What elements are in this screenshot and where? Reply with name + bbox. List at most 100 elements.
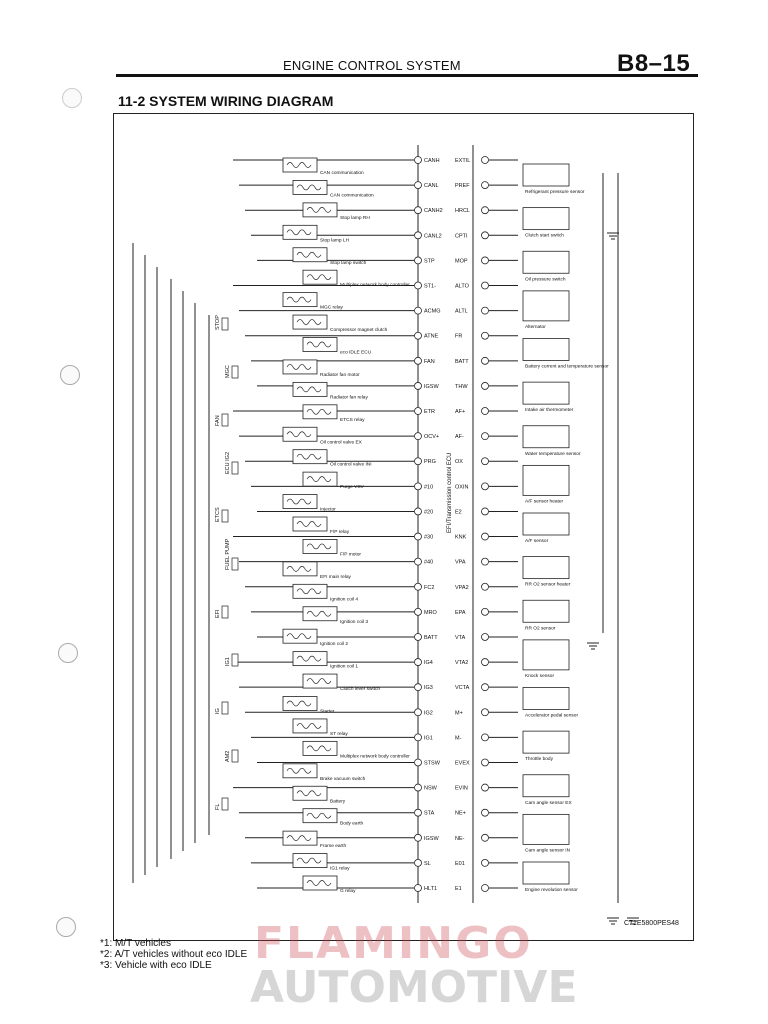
component-blocks [221,157,639,925]
ignition-coil-1-label: Ignition coil 1 [330,664,358,670]
fuse-fuel-pump [231,557,239,571]
fuse-ecu-ig2-label: ECU IG2 [225,452,231,474]
ecu-terminal-left-label: CANL2 [424,233,442,239]
ignition-coil-4-block [292,583,328,599]
ecu-terminal-left-label: STP [424,258,435,264]
radiator-fan-motor-block [282,359,318,375]
ecu-terminal-right-label: E1 [455,886,462,892]
ecu-terminal-left [414,858,422,867]
ecu-terminal-right [481,683,489,692]
can-communication-coil [286,162,312,168]
a-f-sensor-heater-label: A/F sensor heater [525,498,564,504]
oil-pressure-switch-label: Oil pressure switch [525,276,566,282]
ecu-terminal-right [481,858,489,867]
binder-hole-upper [60,365,80,385]
ecu-terminal-left [414,532,422,541]
ecu-terminal-left [414,683,422,692]
oil-control-valve-ex-coil [286,431,312,438]
injector-label: Injector [320,507,336,513]
ecu-terminal-right-label: AF+ [455,409,465,415]
battery-block [292,785,328,801]
ecu-terminal-right [481,356,489,365]
footnote-2: *2: A/T vehicles without eco IDLE [100,949,248,960]
ecu-terminal-right-label: CPTI [455,233,468,239]
header-rule [116,74,698,77]
ecu-terminal-left [414,331,422,340]
ignition-coil-2-coil [286,633,312,640]
ecu-terminal-right [481,256,489,265]
ecu-terminal-left-label: IG4 [424,660,433,666]
ecu-terminal-right-label: PREF [455,183,470,189]
fuse-mgc-label: MGC [225,365,231,378]
can-communication-label: CAN communication [330,192,374,198]
ecu-terminal-left [414,231,422,240]
ecu-terminal-left-label: CANH [424,158,440,164]
can-communication-block [292,180,328,195]
radiator-fan-relay-coil [296,386,322,393]
can-communication-coil [296,184,322,191]
compressor-magnet-clutch-coil [296,319,322,325]
ecu-terminal-left [414,432,422,441]
ecu-terminal-left-label: #10 [424,484,433,490]
ecu-terminal-right-label: EPA [455,610,466,616]
ignition-coil-4-label: Ignition coil 4 [330,596,358,602]
stop-lamp-lh-coil [286,229,312,236]
ecu-terminal-right [481,633,489,641]
stop-lamp-switch-label: Stop lamp switch [330,260,367,266]
ecu-terminal-right-label: VTA2 [455,660,468,666]
injector-coil [286,498,312,505]
multiplex-network-body-controller-coil [306,274,332,281]
clutch-start-switch-block [522,207,570,231]
ecu-terminal-right-label: HRCL [455,208,470,214]
footnote-1: *1: M/T vehicles [100,938,171,949]
ecu-terminal-right [481,482,489,491]
stop-lamp-rh-label: Stop lamp RH [340,215,370,221]
ecu-terminal-right-label: FR [455,334,462,340]
ecu-terminal-left-label: #30 [424,535,433,541]
ecu-terminal-right [481,833,489,842]
ecu-terminal-left [414,306,422,315]
wiring-diagram: EFI/Transmission control ECU CANH CANL CANH… [132,145,639,925]
ecu-label: EFI/Transmission control ECU [447,453,453,533]
fuse-ig [221,701,229,715]
starter-coil [286,700,312,707]
ecu-terminal-left [414,482,422,491]
ignition-coil-1-block [292,651,328,667]
ecu-terminal-left [414,582,422,591]
compressor-magnet-clutch-label: Compressor magnet clutch [330,327,388,333]
fuse-mgc [231,365,239,379]
binder-hole-top [62,88,82,108]
refrigerant-pressure-sensor-label: Refrigerant pressure sensor [525,189,585,195]
ecu-terminal-right [481,231,489,240]
ignition-coil-3-label: Ignition coil 3 [340,619,368,625]
water-temperature-sensor-block [522,425,570,449]
oil-control-valve-ex-block [282,426,318,442]
ecu-terminal-left [414,256,422,265]
ecu-terminal-left-label: NSW [424,786,438,792]
ecu-terminal-left-label: #40 [424,560,433,566]
ecu-terminal-right-label: AF- [455,434,464,440]
footnotes: *1: M/T vehicles *2: A/T vehicles withou… [100,938,247,971]
fuse-stop [221,317,229,331]
a-f-sensor-heater-block [522,464,570,496]
fuse-efi [221,605,229,619]
footnote-3: *3: Vehicle with eco IDLE [100,960,212,971]
ecu-terminal-right-label: OX [455,459,463,465]
ecu-terminal-right [481,733,489,742]
battery-current-and-temperature-sensor-label: Battery current and temperature sensor [525,364,609,370]
knock-sensor-block [522,639,570,671]
starter-block [282,696,318,711]
f-p-relay-coil [296,521,322,527]
multiplex-network-body-controller-block [302,740,338,756]
accelerator-pedal-sensor-label: Accelerator pedal sensor [525,713,578,719]
intake-air-thermometer-label: Intake air thermometer [525,407,574,413]
injector-block [282,494,318,509]
ecu-terminal-left-label: CANL [424,183,439,189]
ecu-terminal-right [481,432,489,441]
ecu-terminal-right-label: EVEX [455,760,470,766]
mgc-relay-coil [286,296,312,303]
efi-main-relay-label: EFI main relay [320,574,352,580]
ecu-terminal-left-label: CANH2 [424,208,443,214]
eco-idle-ecu-block [302,337,338,352]
